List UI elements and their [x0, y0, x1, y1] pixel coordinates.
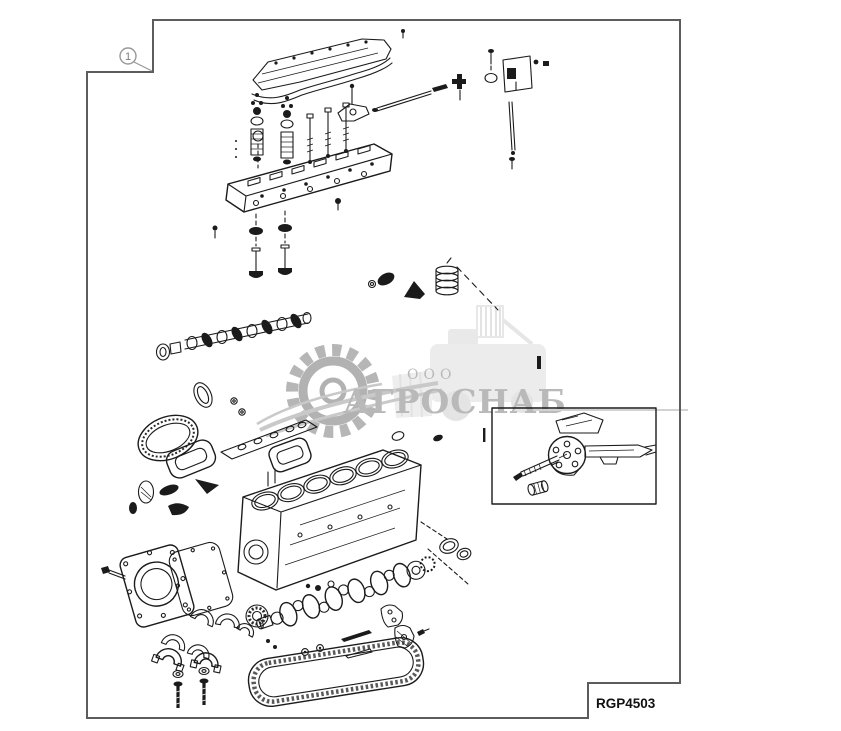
breather-gasket — [484, 72, 498, 84]
valve-spring — [435, 257, 459, 296]
head-gasket — [220, 419, 318, 460]
watermark: ООО АГРОСНАБ — [256, 305, 688, 438]
side-plate — [502, 55, 549, 93]
piston-conrod-inset — [491, 407, 657, 505]
figure-code-label: RGP4503 — [596, 696, 656, 711]
oil-pan-gasket — [247, 636, 425, 708]
seal-set — [129, 479, 219, 516]
tee-fitting — [452, 74, 466, 101]
main-bearing-shells — [160, 609, 255, 660]
crank-gear — [419, 556, 436, 573]
callout-number: 1 — [125, 51, 131, 63]
long-push-rod — [508, 101, 516, 170]
dowel-pin — [537, 356, 541, 369]
watermark-company-name: АГРОСНАБ — [343, 382, 567, 421]
bearing-shell-rings — [439, 538, 472, 561]
callout-1[interactable]: 1 — [119, 47, 153, 72]
cylinder-head — [212, 130, 393, 239]
side-cover-gasket — [137, 414, 199, 462]
leader-to-inset — [456, 266, 499, 311]
valve-cover — [252, 29, 405, 91]
sealing-rings — [230, 397, 246, 416]
inset-dowel-pin — [483, 428, 486, 442]
camshaft — [155, 311, 312, 361]
conrod-assembly — [547, 412, 657, 476]
crankshaft — [256, 556, 436, 630]
valve-rotator — [377, 272, 395, 286]
block-ring-gasket-2 — [268, 437, 312, 473]
leaf-swoosh-icon — [256, 381, 443, 438]
watermark-company-prefix: ООО — [407, 367, 456, 383]
rear-seal-housing — [119, 544, 195, 628]
valve-spring-kits — [250, 93, 294, 165]
sealing-strips — [301, 630, 373, 659]
cylinder-head-studs — [306, 102, 350, 164]
valve-seal-ring — [367, 279, 377, 289]
rocker-support — [337, 83, 370, 122]
callout-leader-line — [133, 61, 153, 72]
breather-screw — [488, 49, 494, 74]
valve-collets — [404, 281, 425, 299]
cap-brackets — [380, 604, 430, 649]
callout-circle — [119, 47, 137, 65]
inset-frame — [491, 407, 657, 505]
engine-block — [237, 449, 469, 591]
main-bearing-caps — [150, 648, 222, 674]
pin-bushing — [527, 480, 549, 496]
deck-washers — [391, 431, 443, 442]
combine-harvester-icon — [392, 305, 546, 421]
small-oval-gasket — [193, 382, 213, 408]
block-ring-gasket — [165, 439, 217, 479]
oil-pan-bolts — [172, 666, 210, 708]
housing-bolt — [101, 566, 126, 580]
rear-seal-gasket — [168, 541, 234, 617]
valve-cover-gasket — [251, 57, 393, 105]
exhaust-valve — [278, 210, 292, 275]
piston-pin — [513, 453, 568, 481]
gear-icon — [286, 344, 380, 438]
figure-frame — [86, 19, 681, 719]
cylinder-bores — [251, 449, 409, 511]
push-rod — [372, 84, 448, 112]
intake-valve — [249, 213, 263, 278]
